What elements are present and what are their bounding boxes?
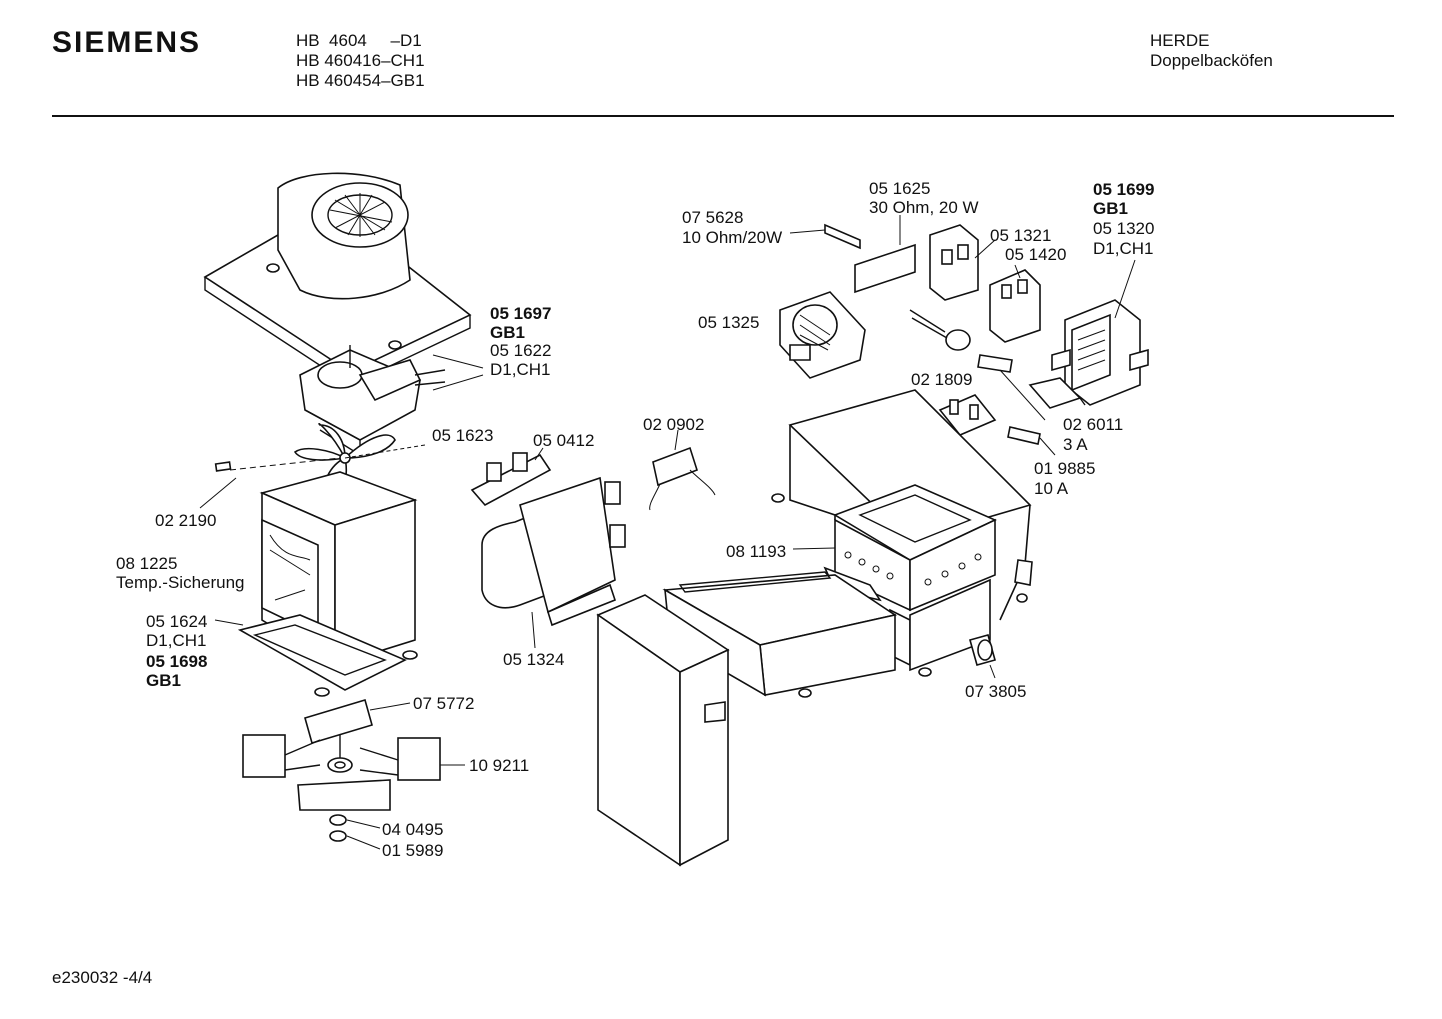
part-label-109211: 10 9211 [469, 756, 530, 775]
resistor-small [789, 223, 861, 250]
blower-fan-assembly [203, 172, 472, 386]
brand-logo: SIEMENS [52, 26, 202, 59]
part-label-051625: 05 1625 [869, 179, 931, 198]
part-label-022190: 02 2190 [155, 511, 217, 530]
connector [969, 634, 996, 679]
part-label-075628: 07 5628 [682, 208, 744, 227]
part-label-051321: 05 1321 [990, 226, 1052, 245]
part-label-040495: 04 0495 [382, 820, 444, 839]
fuse-10a [1007, 426, 1056, 456]
capacitor [481, 476, 626, 649]
part-label-051320: 05 1320 [1093, 219, 1155, 238]
category-block: HERDE Doppelbacköfen [1150, 31, 1273, 71]
front-panel-box [596, 594, 730, 867]
part-label-019885-desc: 10 A [1034, 479, 1069, 498]
part-label-051699-variant: GB1 [1093, 199, 1128, 218]
part-label-051622-variant: D1,CH1 [490, 360, 551, 379]
transformer-large [1051, 259, 1149, 406]
terminal-block [470, 447, 552, 507]
heating-element-spider [242, 698, 465, 850]
part-label-051625-desc: 30 Ohm, 20 W [869, 198, 979, 217]
resistor [649, 429, 716, 511]
part-label-075628-desc: 10 Ohm/20W [682, 228, 783, 247]
part-label-019885: 01 9885 [1034, 459, 1096, 478]
header-divider [52, 115, 1394, 117]
part-label-051624: 05 1624 [146, 612, 208, 631]
part-label-015989: 01 5989 [382, 841, 444, 860]
transformer-small [779, 291, 866, 379]
part-label-081225-desc: Temp.-Sicherung [116, 573, 245, 592]
drawing-code: e230032 -4/4 [52, 968, 153, 987]
relay-1 [929, 224, 996, 301]
model-line: HB 460416–CH1 [296, 51, 425, 70]
part-label-051324: 05 1324 [503, 650, 565, 669]
part-label-050412: 05 0412 [533, 431, 595, 450]
part-label-051622: 05 1622 [490, 341, 552, 360]
fuse-block [938, 394, 997, 436]
part-label-051698: 05 1698 [146, 652, 208, 671]
part-label-051624-variant: D1,CH1 [146, 631, 207, 650]
screw [199, 461, 237, 509]
part-label-075772: 07 5772 [413, 694, 475, 713]
part-label-051697: 05 1697 [490, 304, 552, 323]
part-label-081225: 08 1225 [116, 554, 178, 573]
category-subtitle: Doppelbacköfen [1150, 51, 1273, 70]
category-title: HERDE [1150, 31, 1210, 50]
part-label-051420: 05 1420 [1005, 245, 1067, 264]
model-line: HB 4604 –D1 [296, 31, 422, 50]
motor-housing [214, 471, 418, 697]
part-label-051623: 05 1623 [432, 426, 494, 445]
part-label-020902: 02 0902 [643, 415, 705, 434]
relay-2 [989, 264, 1041, 343]
part-label-051698-variant: GB1 [146, 671, 181, 690]
part-label-021809: 02 1809 [911, 370, 973, 389]
part-label-026011-desc: 3 A [1063, 435, 1088, 454]
model-list: HB 4604 –D1 HB 460416–CH1 HB 460454–GB1 [296, 31, 425, 91]
part-label-051320-variant: D1,CH1 [1093, 239, 1154, 258]
part-label-051325: 05 1325 [698, 313, 760, 332]
lamp-socket [909, 309, 971, 351]
part-label-051697-variant: GB1 [490, 323, 525, 342]
fuse-holder [1028, 377, 1086, 409]
part-label-081193: 08 1193 [726, 542, 787, 561]
resistor-large [854, 215, 916, 294]
part-label-026011: 02 6011 [1063, 415, 1124, 434]
part-label-073805: 07 3805 [965, 682, 1027, 701]
part-label-051699: 05 1699 [1093, 180, 1155, 199]
model-line: HB 460454–GB1 [296, 71, 425, 90]
fuse-3a [977, 354, 1046, 421]
